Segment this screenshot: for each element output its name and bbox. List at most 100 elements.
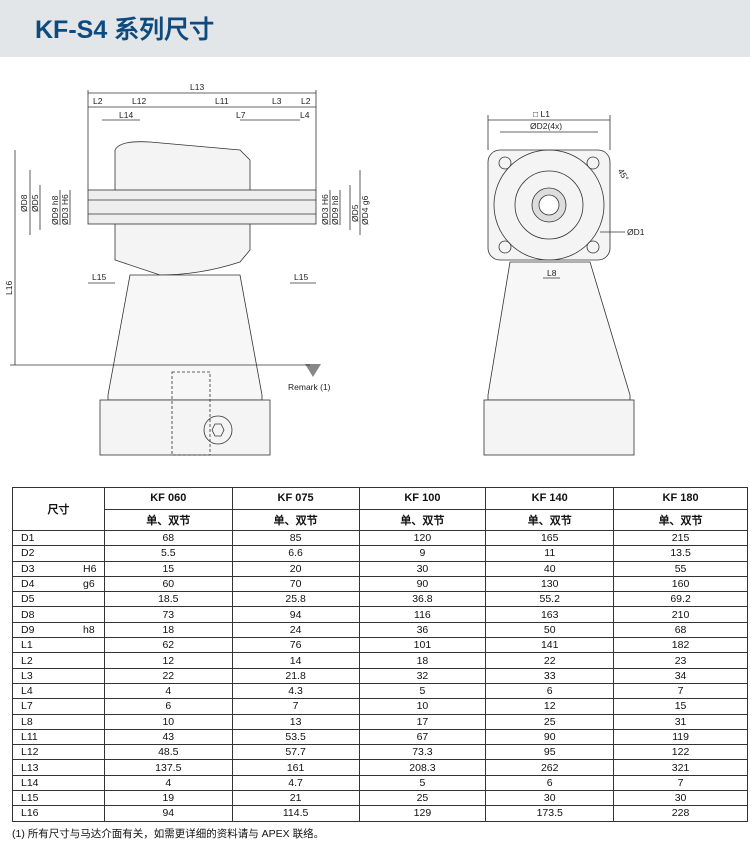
dimension-name: L3 — [21, 669, 33, 682]
value-cell: 262 — [485, 759, 615, 776]
dim-L14: L14 — [119, 110, 133, 120]
value-cell: 30 — [485, 790, 615, 807]
dim-D9: ØD9 h8 — [50, 195, 60, 225]
dim-L1: □ L1 — [533, 109, 550, 119]
row-label: D5 — [12, 591, 105, 608]
value-cell: 163 — [485, 606, 615, 623]
dimension-name: D2 — [21, 547, 35, 560]
technical-drawing: L13 L2 L12 L11 L3 L2 L14 L7 L4 ØD8 ØD5 Ø… — [4, 82, 645, 456]
value-cell: 7 — [231, 698, 360, 715]
dim-D9-right: ØD9 h8 — [330, 195, 340, 225]
row-label: L3 — [12, 667, 105, 684]
value-cell: 36 — [358, 621, 487, 639]
value-cell: 73.3 — [358, 744, 487, 761]
value-cell: 73 — [103, 606, 233, 623]
dimension-name: D8 — [21, 608, 35, 621]
value-cell: 215 — [613, 529, 748, 547]
dim-L11: L11 — [215, 96, 229, 106]
page-title: KF-S4 系列尺寸 — [35, 16, 215, 44]
model-header: KF 060 — [103, 487, 233, 510]
value-cell: 43 — [103, 728, 233, 746]
value-cell: 9 — [358, 545, 487, 562]
dim-L2: L2 — [93, 96, 103, 106]
dim-D1: ØD1 — [627, 227, 645, 237]
dim-L2-right: L2 — [301, 96, 311, 106]
row-label: L11 — [12, 728, 105, 746]
value-cell: 17 — [358, 713, 487, 730]
dim-L4: L4 — [300, 110, 310, 120]
value-cell: 7 — [613, 682, 748, 700]
value-cell: 4.7 — [231, 774, 360, 792]
row-label: L14 — [12, 774, 105, 792]
value-cell: 5 — [358, 682, 487, 700]
tolerance: H6 — [83, 562, 97, 575]
value-cell: 55.2 — [485, 591, 615, 608]
value-cell: 165 — [485, 529, 615, 547]
value-cell: 5.5 — [103, 545, 233, 562]
value-cell: 129 — [358, 805, 487, 822]
dim-L12: L12 — [132, 96, 146, 106]
dim-D4: ØD4 g6 — [360, 195, 370, 225]
row-label: L16 — [12, 805, 105, 822]
value-cell: 12 — [103, 652, 233, 669]
value-cell: 25 — [485, 713, 615, 730]
value-cell: 22 — [485, 652, 615, 669]
value-cell: 182 — [613, 637, 748, 654]
model-header: KF 180 — [613, 487, 748, 510]
value-cell: 18 — [103, 621, 233, 639]
value-cell: 70 — [231, 575, 360, 593]
row-label: L7 — [12, 698, 105, 715]
value-cell: 18 — [358, 652, 487, 669]
value-cell: 15 — [613, 698, 748, 715]
value-cell: 6 — [103, 698, 233, 715]
corner-header: 尺寸 — [12, 487, 105, 531]
dim-D5: ØD5 — [30, 194, 40, 212]
dimension-name: D4 — [21, 578, 35, 591]
dimension-name: L12 — [21, 746, 39, 759]
value-cell: 208.3 — [358, 759, 487, 776]
row-label: L15 — [12, 790, 105, 807]
value-cell: 30 — [358, 560, 487, 577]
tolerance: g6 — [83, 578, 95, 591]
value-cell: 68 — [103, 529, 233, 547]
value-cell: 210 — [613, 606, 748, 623]
footnote: (1) 所有尺寸与马达介面有关，如需更详细的资料请与 APEX 联络。 — [12, 828, 325, 840]
value-cell: 101 — [358, 637, 487, 654]
model-header: KF 140 — [485, 487, 615, 510]
value-cell: 55 — [613, 560, 748, 577]
row-label: D4 g6 — [12, 575, 105, 593]
value-cell: 90 — [485, 728, 615, 746]
value-cell: 85 — [231, 529, 360, 547]
dim-D3: ØD3 H6 — [60, 194, 70, 225]
value-cell: 68 — [613, 621, 748, 639]
remark-label: Remark (1) — [288, 382, 331, 392]
value-cell: 31 — [613, 713, 748, 730]
value-cell: 25.8 — [231, 591, 360, 608]
value-cell: 76 — [231, 637, 360, 654]
value-cell: 4.3 — [231, 682, 360, 700]
value-cell: 25 — [358, 790, 487, 807]
value-cell: 116 — [358, 606, 487, 623]
value-cell: 228 — [613, 805, 748, 822]
value-cell: 69.2 — [613, 591, 748, 608]
value-cell: 24 — [231, 621, 360, 639]
sub-header: 单、双节 — [485, 508, 615, 531]
value-cell: 137.5 — [103, 759, 233, 776]
dimension-name: L13 — [21, 761, 39, 774]
value-cell: 53.5 — [231, 728, 360, 746]
value-cell: 15 — [103, 560, 233, 577]
value-cell: 62 — [103, 637, 233, 654]
value-cell: 19 — [103, 790, 233, 807]
value-cell: 13.5 — [613, 545, 748, 562]
